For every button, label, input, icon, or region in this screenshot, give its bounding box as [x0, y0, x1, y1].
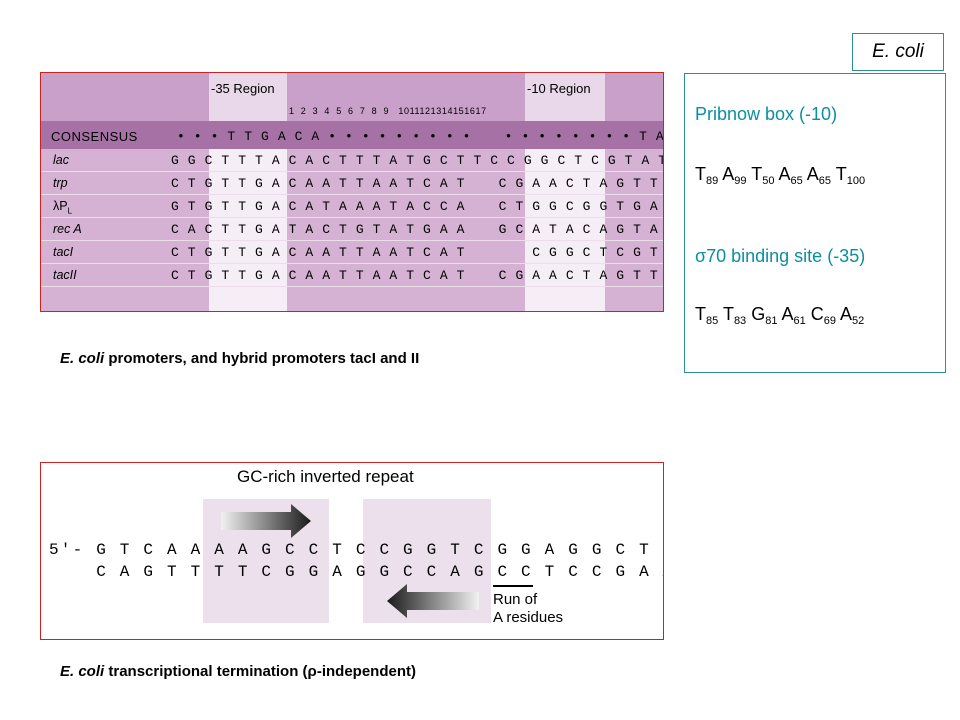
repeat-arrows	[221, 504, 533, 618]
promoter-label-taci: tacI	[53, 245, 74, 259]
terminator-figure: GC-rich inverted repeat 5'- G T C A A A …	[40, 462, 664, 640]
minus10-region-label: -10 Region	[527, 81, 591, 96]
promoter-seq-lambda-pl: G T G T T G A C A T A A A T A C C A C T …	[171, 199, 659, 214]
promoter-label-reca: rec A	[53, 222, 82, 236]
minus10-header-band	[525, 73, 605, 121]
promoter-seq-lac: G G C T T T A C A C T T T A T G C T T C …	[171, 153, 663, 168]
promoters-caption: E. coli promoters, and hybrid promoters …	[60, 350, 420, 367]
ecoli-tag: E. coli	[852, 33, 944, 71]
left-arrow-icon	[387, 584, 479, 618]
top-strand: 5'- G T C A A A A G C C T C C G G T C G …	[49, 541, 663, 559]
minus35-region-label: -35 Region	[211, 81, 275, 96]
pribnow-heading: Pribnow box (-10)	[695, 104, 838, 124]
promoter-label-lambda-pl: λPL	[53, 199, 73, 216]
promoter-seq-trp: C T G T T G A C A A T T A A T C A T C G …	[171, 176, 659, 191]
promoter-label-lac: lac	[53, 153, 69, 167]
sigma70-heading: σ70 binding site (-35)	[695, 246, 866, 266]
promoter-label-trp: trp	[53, 176, 68, 190]
promoter-seq-reca: C A C T T G A T A C T G T A T G A A G C …	[171, 222, 659, 237]
right-arrow-icon	[221, 504, 311, 538]
spacer-number-row	[41, 101, 663, 121]
pribnow-sequence: T89 A99 T50 A65 A65 T100	[695, 164, 866, 187]
sigma70-sequence: T85 T83 G81 A61 C69 A52	[695, 304, 865, 327]
minus35-header-band	[209, 73, 287, 121]
consensus-sequence: • • • T T G A C A • • • • • • • • • • • …	[177, 129, 664, 144]
minus35-column-band	[209, 149, 287, 311]
consensus-label: CONSENSUS	[51, 129, 138, 144]
run-of-a-label-2: A residues	[493, 609, 564, 626]
promoter-label-tacii: tacII	[53, 268, 77, 282]
promoter-seq-tacii: C T G T T G A C A A T T A A T C A T C G …	[171, 268, 659, 283]
terminator-caption: E. coli transcriptional termination (ρ-i…	[60, 663, 416, 680]
spacer-numbers: 1 2 3 4 5 6 7 8 9 1011121314151617	[289, 106, 487, 116]
run-of-a-label-1: Run of	[493, 591, 538, 608]
promoter-alignment-figure: -35 Region -10 Region 1 2 3 4 5 6 7 8 9 …	[40, 72, 664, 312]
consensus-info-box: Pribnow box (-10) T89 A99 T50 A65 A65 T1…	[684, 73, 946, 373]
bottom-strand: C A G T T T T C G G A G G C C A G C C T …	[96, 563, 663, 581]
inverted-repeat-title: GC-rich inverted repeat	[237, 467, 414, 486]
consensus-row	[41, 121, 663, 149]
promoter-seq-taci: C T G T T G A C A A T T A A T C A T C G …	[171, 245, 659, 260]
minus10-column-band	[525, 149, 605, 311]
